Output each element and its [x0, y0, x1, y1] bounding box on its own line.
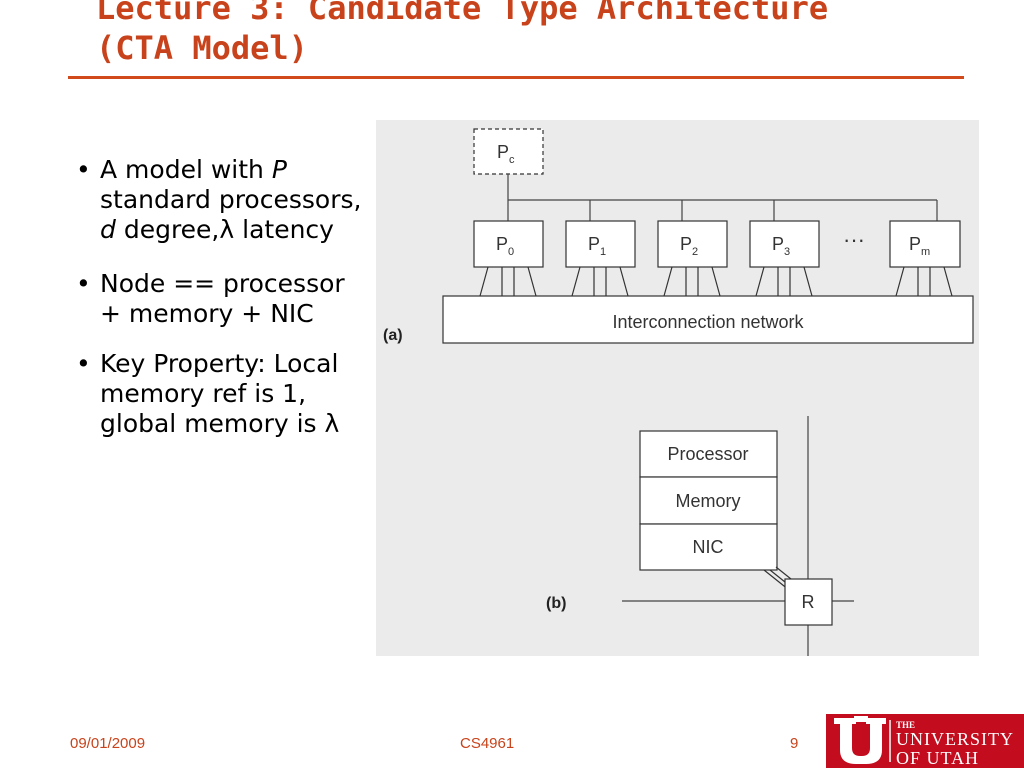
bullet-1-var-d: d — [100, 215, 116, 244]
svg-text:Pm: Pm — [909, 234, 930, 258]
svg-text:P0: P0 — [496, 234, 514, 258]
slide-title-line-2: (CTA Model) — [96, 29, 308, 67]
slide-title: Lecture 3: Candidate Type Architecture (… — [96, 0, 996, 68]
svg-text:THE: THE — [896, 720, 915, 730]
bullet-list: • A model with P standard processors, d … — [76, 155, 366, 459]
processor-ellipsis: ··· — [843, 227, 865, 252]
bullet-1-var-p: P — [271, 155, 287, 184]
svg-text:UNIVERSITY: UNIVERSITY — [896, 729, 1014, 749]
router-label: R — [802, 592, 815, 612]
processor-p3: P3 — [749, 220, 820, 297]
bullet-1-mid: standard processors, — [100, 185, 362, 214]
bullet-item: • A model with P standard processors, d … — [76, 155, 366, 245]
nic-block — [639, 523, 778, 571]
utah-u-logo-icon: THE UNIVERSITY OF UTAH — [826, 714, 1024, 768]
pc-label: Pc — [497, 142, 515, 166]
bullet-dot: • — [76, 349, 91, 378]
bullet-3-text: Key Property: Local memory ref is 1, glo… — [100, 349, 340, 438]
pc-box — [473, 128, 544, 175]
svg-text:P2: P2 — [680, 234, 698, 258]
cta-diagram: Pc P0 P1 P2 P3 ··· — [383, 128, 974, 656]
svg-text:P3: P3 — [772, 234, 790, 258]
svg-text:OF UTAH: OF UTAH — [896, 748, 979, 768]
nic-block-label: NIC — [693, 537, 724, 557]
processor-pm: Pm — [889, 220, 961, 297]
part-a-label: (a) — [383, 327, 403, 344]
bullet-dot: • — [76, 269, 91, 298]
processor-p1: P1 — [565, 220, 636, 297]
cta-model-figure: Pc P0 P1 P2 P3 ··· — [376, 120, 979, 656]
memory-block-label: Memory — [675, 491, 740, 511]
bullet-dot: • — [76, 155, 91, 184]
bullet-item: • Key Property: Local memory ref is 1, g… — [76, 349, 366, 439]
bullet-1-pre: A model with — [100, 155, 272, 184]
university-of-utah-logo: THE UNIVERSITY OF UTAH — [826, 714, 1024, 768]
bullet-item: • Node == processor + memory + NIC — [76, 269, 366, 329]
network-label: Interconnection network — [612, 312, 804, 332]
router-box — [784, 578, 833, 626]
svg-text:P1: P1 — [588, 234, 606, 258]
title-underline — [68, 76, 964, 79]
processor-p2: P2 — [657, 220, 728, 297]
interconnection-network — [442, 295, 974, 344]
footer-date: 09/01/2009 — [70, 735, 146, 752]
processor-p0: P0 — [473, 220, 544, 297]
part-b-label: (b) — [546, 595, 566, 612]
footer-page-number: 9 — [790, 735, 799, 752]
slide-title-line-1: Lecture 3: Candidate Type Architecture — [96, 0, 829, 27]
bullet-1-post: degree,λ latency — [115, 215, 334, 244]
processor-block-label: Processor — [667, 444, 748, 464]
bullet-2-text: Node == processor + memory + NIC — [100, 269, 345, 328]
footer-course: CS4961 — [460, 735, 515, 752]
